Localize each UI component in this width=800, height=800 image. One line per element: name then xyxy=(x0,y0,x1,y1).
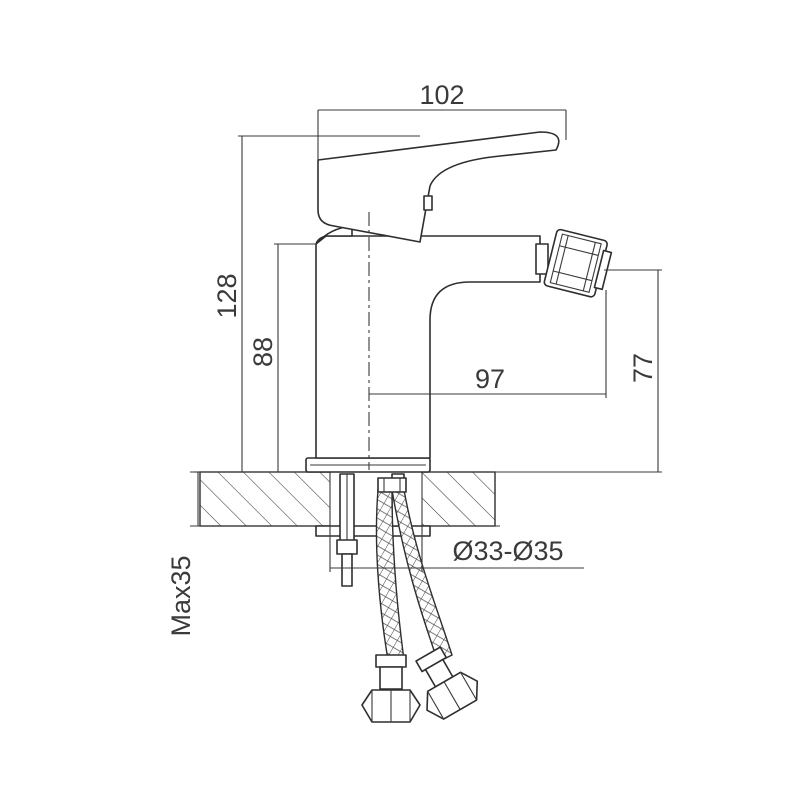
dimension-height-body-label: 88 xyxy=(248,337,278,367)
lever-handle xyxy=(317,131,560,243)
dimension-height-body: 88 xyxy=(248,243,316,472)
hose-nut-right xyxy=(415,646,479,720)
dimension-spout-height-label: 77 xyxy=(628,353,658,383)
hose-nut-left xyxy=(361,654,421,723)
dimension-width-top: 102 xyxy=(317,80,567,160)
dimension-spout-reach: 97 xyxy=(369,290,607,398)
dimension-width-top-label: 102 xyxy=(419,80,464,110)
faucet-body xyxy=(315,225,549,459)
dimension-spout-reach-label: 97 xyxy=(475,364,505,394)
dimension-height-total: 128 xyxy=(212,135,420,472)
dimension-deck-max-label: Max35 xyxy=(166,555,196,636)
flexible-hoses xyxy=(375,477,453,663)
dimension-height-total-label: 128 xyxy=(212,273,242,318)
swivel-nozzle xyxy=(543,228,613,298)
dimension-spout-height: 77 xyxy=(500,269,662,473)
dimension-hole-diameter: Ø33-Ø35 xyxy=(329,526,584,572)
dimension-hole-diameter-label: Ø33-Ø35 xyxy=(452,536,563,566)
faucet-base xyxy=(305,457,431,473)
dimension-deck-max: Max35 xyxy=(166,471,200,637)
